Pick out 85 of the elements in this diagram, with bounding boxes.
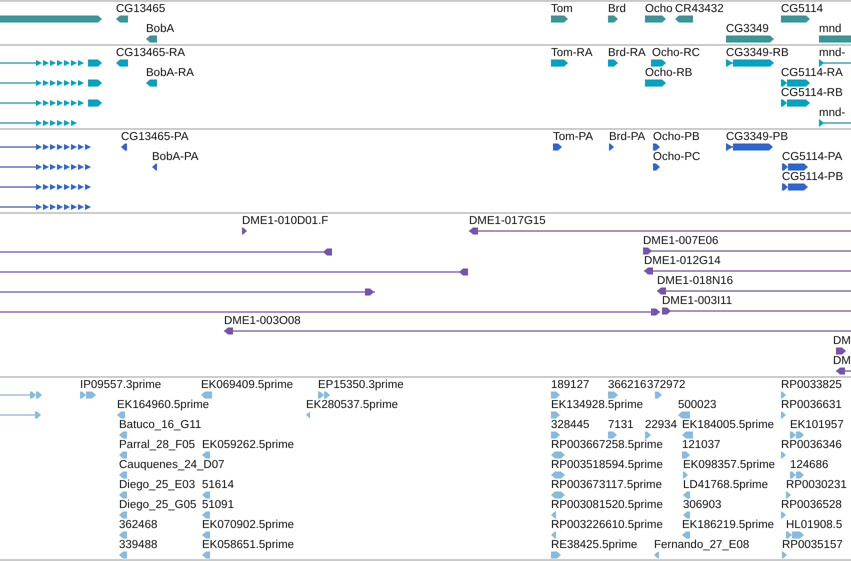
- feature-label: Ocho-PC: [653, 151, 700, 164]
- feature-label: Ocho: [645, 3, 672, 16]
- feature-label: RP0036346: [781, 439, 842, 452]
- feature-label: RP003081520.5prime: [551, 499, 663, 512]
- feature-label: DM: [833, 335, 851, 348]
- feature-label: HL01908.5: [786, 519, 842, 532]
- feature-label: CG13465: [116, 3, 166, 16]
- feature-label: CG3349-PB: [726, 131, 788, 144]
- feature-label: RP0035157: [782, 539, 843, 552]
- feature-label: 306903: [683, 499, 722, 512]
- feature-label: EK134928.5prime: [551, 399, 644, 412]
- feature-label: CG13465-PA: [121, 131, 189, 144]
- feature-label: 51614: [202, 479, 234, 492]
- feature-label: Brd-RA: [608, 47, 646, 60]
- feature-label: Tom: [551, 3, 573, 16]
- feature-label: Ocho-RB: [645, 67, 692, 80]
- feature-label: EK186219.5prime: [682, 519, 774, 532]
- feature-label: DME1-018N16: [657, 275, 734, 288]
- feature-label: DME1-017G15: [469, 215, 546, 228]
- feature-label: mnd-: [819, 47, 846, 60]
- feature-label: BobA: [146, 23, 174, 36]
- feature-label: mnd: [819, 23, 842, 36]
- feature-label: Ocho-PB: [653, 131, 700, 144]
- feature-label: RP0036631: [781, 399, 842, 412]
- feature-label: BobA-RA: [146, 67, 194, 80]
- feature-label: CG5114-RB: [781, 87, 843, 100]
- feature-label: Diego_25_G05: [119, 499, 196, 512]
- feature-label: CG5114-RA: [781, 67, 843, 80]
- feature-label: EK058651.5prime: [202, 539, 294, 552]
- feature-label: EP15350.3prime: [318, 379, 404, 392]
- feature-label: mnd-: [819, 107, 846, 120]
- feature-label: DME1-010D01.F: [242, 215, 328, 228]
- feature-label: 328445: [551, 419, 590, 432]
- feature-label: BobA-PA: [152, 151, 198, 164]
- feature-label: RP003667258.5prime: [551, 439, 663, 452]
- feature-label: Batuco_16_G11: [119, 419, 202, 432]
- feature-label: Tom-PA: [553, 131, 594, 144]
- feature-label: EK098357.5prime: [683, 459, 776, 472]
- feature-label: EK069409.5prime: [201, 379, 294, 392]
- feature-label: Parral_28_F05: [119, 439, 196, 452]
- feature-label: Diego_25_E03: [119, 479, 196, 492]
- feature-label: CG5114: [781, 3, 823, 16]
- feature-label: 22934: [645, 419, 677, 432]
- feature-label: 124686: [790, 459, 828, 472]
- feature-label: Fernando_27_E08: [654, 539, 750, 552]
- feature-label: Tom-RA: [551, 47, 593, 60]
- feature-label: EK280537.5prime: [306, 399, 398, 412]
- feature-label: RP0036528: [781, 499, 842, 512]
- feature-label: RP0030231: [786, 479, 847, 492]
- feature-label: 51091: [202, 499, 234, 512]
- feature-label: CG3349-RB: [726, 47, 789, 60]
- feature-label: EK184005.5prime: [682, 419, 774, 432]
- feature-label: EK164960.5prime: [117, 399, 210, 412]
- feature-label: DME1-003I11: [662, 295, 732, 308]
- feature-label: RP003226610.5prime: [551, 519, 663, 532]
- feature-label: 7131: [608, 419, 634, 432]
- feature-label: IP09557.3prime: [80, 379, 162, 392]
- feature-label: 189127: [551, 379, 590, 392]
- feature-label: Brd: [608, 3, 626, 16]
- feature-label: LD41768.5prime: [683, 479, 768, 492]
- feature-label: DM: [833, 355, 851, 368]
- feature-label: EK101957: [790, 419, 844, 432]
- feature-label: 339488: [119, 539, 158, 552]
- feature-label: CG3349: [726, 23, 769, 36]
- feature-label: DME1-007E06: [643, 235, 718, 248]
- feature-label: RP003518594.5prime: [551, 459, 663, 472]
- feature-label: CG5114-PB: [782, 171, 844, 184]
- feature-label: EK070902.5prime: [202, 519, 294, 532]
- feature-label: Brd-PA: [609, 131, 646, 144]
- feature-label: RE38425.5prime: [551, 539, 638, 552]
- feature-label: CG13465-RA: [116, 47, 186, 60]
- feature-label: CG5114-PA: [782, 151, 842, 164]
- feature-label: DME1-003O08: [224, 315, 301, 328]
- feature-label: Cauquenes_24_D07: [119, 459, 225, 472]
- feature-label: 362468: [119, 519, 158, 532]
- feature-label: CR43432: [675, 3, 724, 16]
- feature-label: RP0033825: [781, 379, 842, 392]
- feature-label: 366216: [608, 379, 646, 392]
- feature-label: RP003673117.5prime: [551, 479, 662, 492]
- feature-label: 372972: [647, 379, 686, 392]
- feature-label: 500023: [678, 399, 716, 412]
- feature-label: EK059262.5prime: [202, 439, 294, 452]
- feature-label: 121037: [682, 439, 720, 452]
- feature-label: Ocho-RC: [652, 47, 700, 60]
- feature-label: DME1-012G14: [644, 255, 721, 268]
